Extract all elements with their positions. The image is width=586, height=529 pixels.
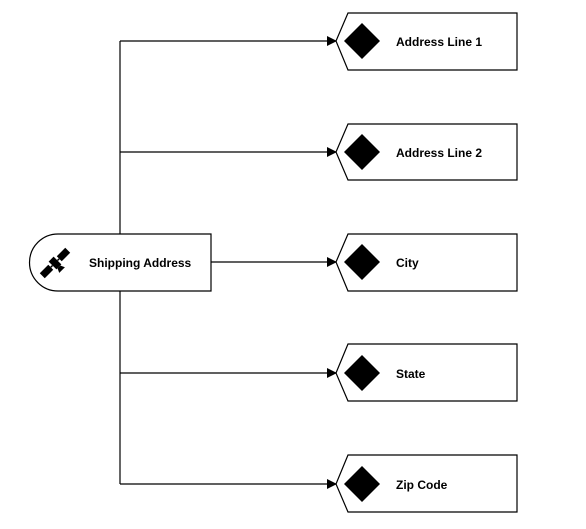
child-node-shape — [335, 454, 518, 513]
root-node-shape — [28, 233, 212, 292]
child-node-label: Address Line 1 — [396, 35, 482, 49]
diamond-icon — [344, 23, 380, 59]
child-node-city[interactable]: City — [335, 233, 518, 292]
child-node-zip-code[interactable]: Zip Code — [335, 454, 518, 513]
diamond-icon — [344, 134, 380, 170]
child-node-label: Address Line 2 — [396, 146, 482, 160]
child-node-shape — [335, 12, 518, 71]
child-node-shape — [335, 233, 518, 292]
child-node-address-line-1[interactable]: Address Line 1 — [335, 12, 518, 71]
child-node-address-line-2[interactable]: Address Line 2 — [335, 123, 518, 181]
child-node-label: Zip Code — [396, 478, 448, 492]
child-node-shape — [335, 123, 518, 181]
child-node-label: State — [396, 367, 426, 381]
child-node-shape — [335, 343, 518, 402]
diamond-icon — [344, 244, 380, 280]
diamond-icon — [344, 466, 380, 502]
child-node-label: City — [396, 256, 419, 270]
root-node-label: Shipping Address — [89, 256, 192, 270]
child-node-state[interactable]: State — [335, 343, 518, 402]
root-node-shipping-address[interactable]: Shipping Address — [28, 233, 212, 292]
diamond-icon — [344, 355, 380, 391]
satellite-icon — [39, 247, 71, 279]
